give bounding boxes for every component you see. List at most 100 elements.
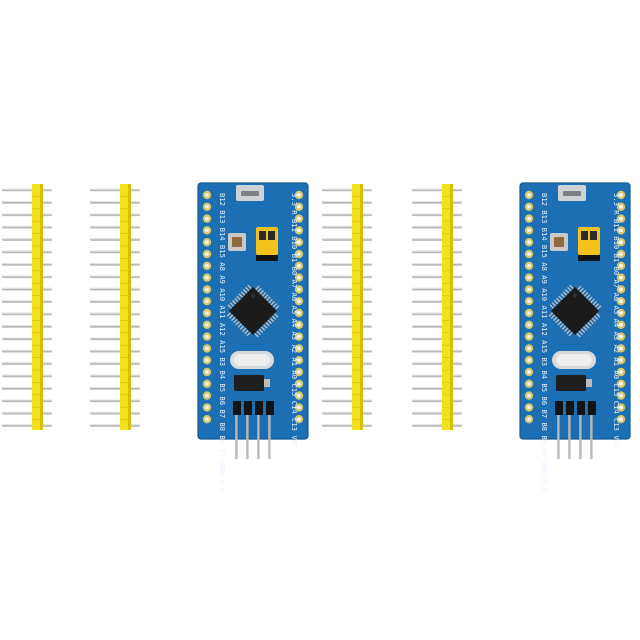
header-pin-highlight	[90, 275, 140, 277]
mcu-pin	[240, 291, 246, 296]
header-pin-highlight	[90, 325, 140, 326]
header-pin-highlight	[412, 250, 462, 252]
swd-pin	[268, 415, 271, 459]
pin-hole	[527, 193, 531, 197]
header-pin-highlight	[322, 225, 372, 227]
mcu-pin	[257, 287, 262, 293]
mcu-pin	[577, 285, 582, 291]
header-plastic-strip	[32, 184, 43, 430]
pin-hole	[205, 263, 209, 268]
mcu-pin	[585, 294, 591, 299]
header-pin-highlight	[90, 374, 140, 376]
header-pin-highlight	[322, 399, 372, 401]
pin-hole	[205, 381, 209, 386]
pin-hole	[205, 193, 209, 197]
swd-header-base	[577, 401, 585, 415]
pin-hole	[205, 228, 209, 233]
mcu-pin	[227, 304, 233, 309]
pin-hole	[297, 370, 301, 374]
header-pin-highlight	[322, 312, 372, 314]
mcu-pin	[589, 319, 594, 325]
pin-hole	[297, 358, 301, 363]
mcu-pin	[566, 329, 571, 335]
header-pin-highlight	[90, 213, 140, 215]
pin-hole	[205, 275, 209, 280]
pin-header-4	[412, 184, 462, 430]
pin-hole	[297, 405, 301, 410]
header-pin-highlight	[90, 362, 140, 364]
mcu-pin	[578, 330, 583, 336]
voltage-regulator	[234, 375, 264, 391]
crystal-highlight	[234, 354, 270, 366]
mcu-pin	[267, 319, 272, 325]
mcu-pin	[266, 296, 271, 302]
header-pin-highlight	[412, 387, 462, 388]
header-pin-highlight	[90, 263, 140, 264]
mcu-pin	[562, 291, 568, 296]
mcu-pin	[265, 321, 270, 327]
pin-header-1	[2, 184, 52, 430]
mcu-pin	[549, 304, 555, 309]
mcu-pin	[553, 299, 559, 305]
mcu-pin	[583, 292, 589, 297]
pin-hole	[297, 252, 301, 256]
header-pin-highlight	[2, 424, 52, 426]
pin-hole	[297, 393, 301, 398]
header-plastic-shadow	[128, 184, 131, 430]
swd-header-base	[266, 401, 274, 415]
header-plastic-shadow	[360, 184, 363, 430]
pin-hole	[619, 204, 623, 209]
mcu-pin	[258, 328, 264, 333]
header-pin-highlight	[90, 287, 140, 289]
header-pin-highlight	[322, 349, 372, 351]
pin-hole	[205, 311, 209, 315]
header-pin-highlight	[2, 188, 52, 190]
pin-hole	[297, 240, 301, 245]
pin-hole	[527, 334, 531, 339]
pin-hole	[527, 287, 531, 292]
right-pin-labels: 3.3 R B11 B10 B1 B0 A7 A6 A5 A4 A3 A2 A1…	[612, 193, 621, 449]
pin-hole	[619, 193, 623, 197]
pin-hole	[205, 322, 209, 327]
mcu-dot	[573, 293, 577, 298]
mcu-pin	[246, 331, 251, 337]
header-pin-highlight	[2, 349, 52, 351]
mcu-pin	[268, 298, 273, 304]
pin-hole	[619, 287, 623, 292]
micro-usb-opening	[241, 191, 259, 196]
pin-hole	[527, 263, 531, 268]
mcu-pin	[582, 326, 588, 331]
header-pin-highlight	[412, 225, 462, 227]
mcu-pin	[563, 327, 569, 333]
micro-usb-opening	[563, 191, 581, 196]
pin-hole	[205, 370, 209, 374]
crystal-highlight	[556, 354, 592, 366]
pin-hole	[619, 311, 623, 315]
pin-hole	[527, 322, 531, 327]
left-pin-labels: B12 B13 B14 B15 A8 A9 A10 A11 A12 A15 B3…	[218, 193, 227, 492]
mcu-dot	[251, 293, 255, 298]
mcu-pin	[274, 305, 280, 310]
mcu-pin	[228, 314, 234, 319]
header-pin-highlight	[412, 312, 462, 314]
pin-header-3	[322, 184, 372, 430]
header-pin-highlight	[90, 201, 140, 202]
pin-hole	[297, 287, 301, 292]
header-pin-highlight	[412, 213, 462, 215]
header-pin-highlight	[412, 399, 462, 401]
header-plastic-shadow	[40, 184, 43, 430]
mcu-pin	[553, 316, 558, 322]
pin-hole	[297, 263, 301, 268]
mcu-pin	[581, 289, 587, 295]
mcu-pin	[235, 320, 240, 326]
mcu-pin	[548, 312, 554, 317]
pin-hole	[205, 299, 209, 304]
pin-hole	[619, 334, 623, 339]
header-pin-highlight	[2, 250, 52, 252]
voltage-regulator	[556, 375, 586, 391]
header-pin-highlight	[412, 374, 462, 376]
mcu-pin	[564, 289, 570, 294]
header-pin-highlight	[2, 325, 52, 326]
mcu-pin	[580, 328, 586, 333]
pin-hole	[205, 240, 209, 245]
